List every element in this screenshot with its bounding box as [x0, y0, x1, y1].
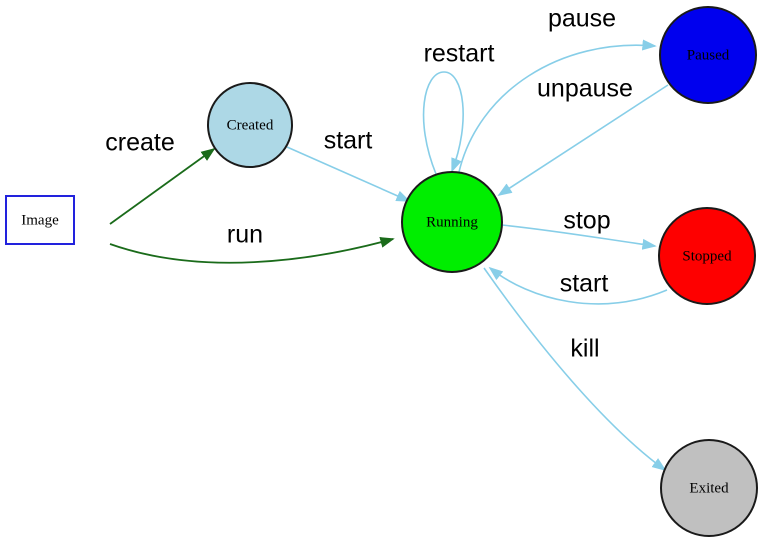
- edge-stop[interactable]: stop: [501, 207, 657, 250]
- edge-restart-path: [422, 71, 464, 175]
- edge-start-created-path: [286, 146, 411, 202]
- edge-run[interactable]: run: [109, 221, 395, 264]
- edge-create[interactable]: create: [105, 129, 216, 225]
- node-created[interactable]: Created: [207, 82, 293, 168]
- edge-label-create: create: [105, 129, 174, 157]
- edge-unpause-path: [497, 84, 669, 196]
- edge-start-stopped[interactable]: start: [488, 266, 668, 305]
- edge-pause[interactable]: pause: [458, 5, 657, 173]
- node-created-shape: [207, 82, 293, 168]
- node-running[interactable]: Running: [401, 171, 503, 273]
- edge-start-created[interactable]: start: [286, 127, 411, 202]
- edge-pause-path: [458, 39, 657, 173]
- node-stopped[interactable]: Stopped: [658, 207, 756, 305]
- edge-label-restart: restart: [424, 40, 495, 68]
- node-exited-shape: [660, 439, 758, 537]
- edge-unpause[interactable]: unpause: [497, 75, 669, 196]
- node-image-shape: [5, 195, 75, 245]
- edge-start-stopped-path: [488, 266, 668, 305]
- edge-kill-path: [483, 267, 667, 472]
- node-image[interactable]: Image: [5, 195, 75, 245]
- node-running-shape: [401, 171, 503, 273]
- node-stopped-shape: [658, 207, 756, 305]
- edge-run-path: [109, 237, 395, 264]
- edge-restart[interactable]: restart: [422, 40, 495, 175]
- edge-label-stop: stop: [563, 207, 610, 235]
- node-exited[interactable]: Exited: [660, 439, 758, 537]
- edge-label-start-created: start: [324, 127, 373, 155]
- edge-label-unpause: unpause: [537, 75, 633, 103]
- edge-create-path: [109, 147, 216, 225]
- edge-label-start-stopped: start: [560, 270, 609, 298]
- edge-label-run: run: [227, 221, 263, 249]
- node-paused-shape: [659, 6, 757, 104]
- edge-stop-path: [501, 224, 657, 250]
- edge-label-pause: pause: [548, 5, 616, 33]
- node-paused[interactable]: Paused: [659, 6, 757, 104]
- edge-label-kill: kill: [570, 335, 599, 363]
- edge-kill[interactable]: kill: [483, 267, 667, 472]
